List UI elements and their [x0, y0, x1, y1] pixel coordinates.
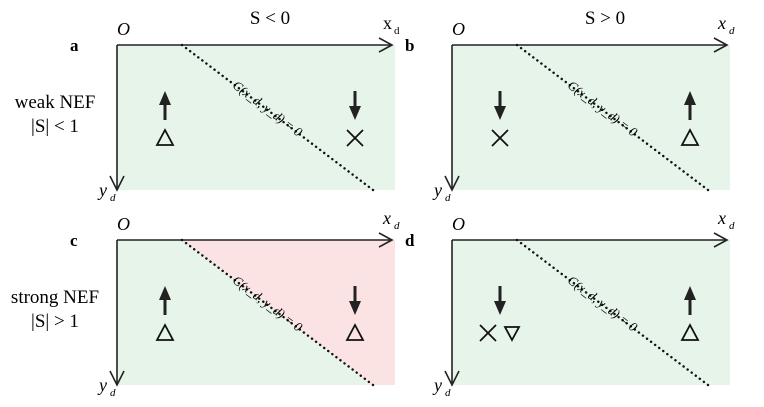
panel-letter: a: [70, 36, 79, 55]
y-axis-label: y: [432, 375, 442, 395]
arrow-down-icon: [349, 286, 361, 315]
triangle-up-icon: [680, 323, 700, 341]
x-axis-arrowhead: [713, 37, 729, 53]
row-label-strong-condition: |S| > 1: [31, 311, 79, 332]
boundary-dotted-line: [180, 238, 375, 387]
origin-label: O: [452, 214, 465, 234]
boundary-dotted-line: [515, 43, 710, 192]
x-axis-subscript: d: [729, 25, 735, 37]
y-axis-label: y: [97, 375, 107, 395]
panel-letter: d: [405, 231, 415, 250]
cross-icon: [346, 129, 364, 147]
y-axis-label: y: [97, 180, 107, 200]
y-axis-subscript: d: [445, 387, 451, 399]
x-axis-label: x: [383, 13, 392, 33]
cross-icon: [479, 324, 497, 342]
x-axis-subscript: d: [394, 25, 400, 37]
column-header-s-positive: S > 0: [585, 8, 625, 29]
green-region: [452, 45, 730, 190]
triangle-up-icon: [345, 323, 365, 341]
y-axis-label: y: [432, 180, 442, 200]
y-axis-subscript: d: [445, 192, 451, 204]
arrow-up-icon: [684, 91, 696, 120]
y-axis-arrowhead: [444, 175, 460, 192]
row-label-strong: strong NEF: [11, 287, 99, 308]
pink-region: [182, 240, 395, 385]
green-region: [452, 240, 730, 385]
column-header-s-negative: S < 0: [250, 8, 290, 29]
x-axis-label: x: [382, 208, 391, 228]
x-axis-arrowhead: [378, 37, 394, 53]
y-axis-arrowhead: [109, 370, 125, 387]
x-axis-arrowhead: [713, 232, 729, 248]
arrow-up-icon: [159, 286, 171, 315]
y-axis-subscript: d: [110, 192, 116, 204]
arrow-down-icon: [494, 286, 506, 315]
y-axis-arrowhead: [444, 370, 460, 387]
x-axis-arrowhead: [378, 232, 394, 248]
origin-label: O: [452, 19, 465, 39]
y-axis-subscript: d: [110, 387, 116, 399]
row-label-weak-condition: |S| < 1: [31, 116, 79, 137]
panel-letter: c: [70, 231, 78, 250]
triangle-up-icon: [680, 128, 700, 146]
arrow-down-icon: [494, 91, 506, 120]
origin-label: O: [117, 214, 130, 234]
row-label-weak: weak NEF: [15, 92, 96, 113]
x-axis-label: x: [717, 13, 726, 33]
triangle-up-icon: [155, 323, 175, 341]
arrow-up-icon: [159, 91, 171, 120]
arrow-up-icon: [684, 286, 696, 315]
x-axis-label: x: [717, 208, 726, 228]
boundary-dotted-line: [180, 43, 375, 192]
x-axis-subscript: d: [394, 220, 400, 232]
green-region: [117, 45, 395, 190]
boundary-dotted-line: [515, 238, 710, 387]
arrow-down-icon: [349, 91, 361, 120]
triangle-down-icon: [503, 326, 521, 342]
triangle-up-icon: [155, 128, 175, 146]
cross-icon: [491, 129, 509, 147]
origin-label: O: [117, 19, 130, 39]
y-axis-arrowhead: [109, 175, 125, 192]
x-axis-subscript: d: [729, 220, 735, 232]
panel-letter: b: [405, 36, 414, 55]
